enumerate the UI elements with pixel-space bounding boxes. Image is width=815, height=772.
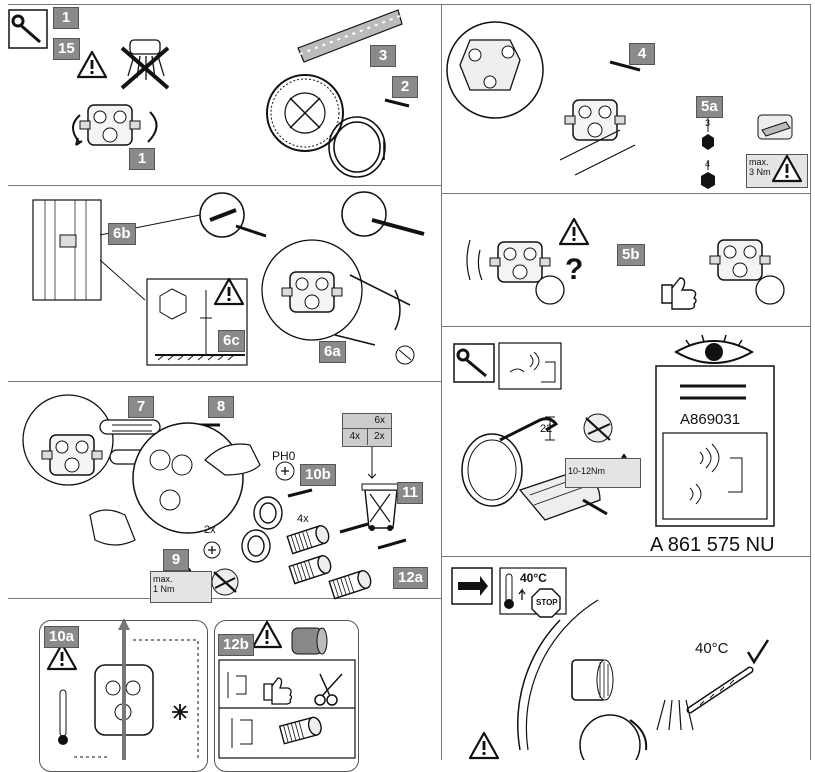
part-number-short: A869031 xyxy=(680,411,741,428)
torque-tool-icon-right xyxy=(583,413,613,443)
divider-left-2 xyxy=(8,381,441,382)
divider-right-3 xyxy=(441,556,810,557)
mixer-body-top-right xyxy=(564,99,626,141)
step-badge-4: 4 xyxy=(629,43,655,65)
shower-head-crossed-icon xyxy=(120,39,170,90)
screwdriver-icon xyxy=(203,461,295,559)
stop-sign-icon xyxy=(531,588,561,618)
thermostat-handle xyxy=(517,599,648,760)
divider-left-1 xyxy=(8,185,441,186)
max-torque-3nm: max. 3 Nm xyxy=(746,154,808,188)
step-badge-6a: 6a xyxy=(319,341,346,363)
temp-label-check: 40°C xyxy=(695,640,729,657)
step-badge-2: 2 xyxy=(392,76,418,98)
mixer-body-third-row xyxy=(22,394,114,486)
wrench-size-22: 22 xyxy=(540,423,553,435)
mixer-body-left-5b xyxy=(489,241,551,283)
warning-icon xyxy=(76,50,108,79)
warning-icon xyxy=(468,731,500,760)
recycle-bin-icon xyxy=(361,483,401,531)
stop-label: STOP xyxy=(536,598,558,607)
divider-left-bottom xyxy=(8,598,441,599)
step-badge-11: 11 xyxy=(397,482,423,504)
scissors-icon xyxy=(314,673,343,706)
part-number-long: A 861 575 NU xyxy=(650,534,775,556)
saw-blade-icon xyxy=(297,9,403,63)
temp-label-sign: 40°C xyxy=(520,571,547,585)
step-badge-12b: 12b xyxy=(218,634,254,656)
count-4x-box: 4x xyxy=(343,429,368,445)
frame-right xyxy=(810,4,811,760)
gear-ring xyxy=(266,74,344,152)
divider-right-2 xyxy=(441,326,810,327)
warning-icon xyxy=(558,217,590,246)
divider-right-1 xyxy=(441,193,810,194)
torque-range-box: 10-12Nm xyxy=(565,458,641,488)
mixer-body-right-5b xyxy=(709,239,771,281)
torque-value: 3 Nm xyxy=(749,167,771,177)
mounting-plate-top-right xyxy=(446,21,544,119)
step-badge-7: 7 xyxy=(128,396,154,418)
packaging-count-box: 6x 4x 2x xyxy=(342,413,392,447)
count-2x: 2x xyxy=(204,524,216,536)
max-label: max. xyxy=(749,157,769,167)
snowflake-icon xyxy=(172,704,188,720)
wrench-icon xyxy=(11,14,41,44)
thumbs-up-icon xyxy=(661,277,697,310)
count-4x: 4x xyxy=(297,513,309,525)
step-badge-1b: 1 xyxy=(129,148,155,170)
step-badge-10a: 10a xyxy=(44,626,80,648)
step-badge-5b: 5b xyxy=(617,244,645,266)
wall-rosette xyxy=(132,422,244,534)
step-badge-8: 8 xyxy=(208,396,234,418)
torque-value: 1 Nm xyxy=(153,584,175,594)
max-torque-1nm: max. 1 Nm xyxy=(150,571,212,603)
max-label: max. xyxy=(153,574,173,584)
step-badge-15: 15 xyxy=(53,38,80,60)
question-mark: ? xyxy=(565,253,584,286)
hex-label-3: 3 xyxy=(705,118,711,128)
hex-label-4: 4 xyxy=(705,159,711,169)
count-2x-box: 2x xyxy=(373,431,385,442)
hand-pointing-icon xyxy=(458,576,488,596)
step-badge-3: 3 xyxy=(370,45,396,67)
sleeves xyxy=(241,496,283,563)
thumbs-up-icon xyxy=(263,677,293,705)
wrench-icon xyxy=(456,348,487,378)
step-badge-10b: 10b xyxy=(300,464,336,486)
torque-tool-icon-mid xyxy=(211,568,239,596)
mixer-body-mid-left xyxy=(261,239,415,365)
step-badge-6b: 6b xyxy=(108,223,136,245)
detail-circle-bolt xyxy=(341,191,425,237)
step-badge-5a: 5a xyxy=(696,96,723,118)
sleeve-12b xyxy=(291,627,328,655)
torque-tool-icon-top xyxy=(757,114,793,140)
hex-size-4-icon xyxy=(701,160,715,189)
mixer-body-top-left xyxy=(79,104,141,146)
frame-top xyxy=(8,4,811,5)
divider-vertical-main xyxy=(441,4,442,760)
ph0-label: PH0 xyxy=(272,449,296,463)
eye-icon xyxy=(674,334,754,364)
step-badge-9: 9 xyxy=(163,549,189,571)
step-badge-1: 1 xyxy=(53,7,79,29)
thermometer-icon xyxy=(504,573,514,609)
hex-size-3-icon xyxy=(702,118,714,150)
thermometer-icon xyxy=(58,689,68,745)
detail-circle-screw xyxy=(199,192,267,238)
retaining-ring xyxy=(328,116,386,178)
step-badge-6c: 6c xyxy=(218,330,245,352)
torque-range: 10-12Nm xyxy=(568,466,606,476)
thermometer-check-icon xyxy=(686,639,770,714)
step-badge-12a: 12a xyxy=(393,567,429,589)
count-6x: 6x xyxy=(374,415,385,426)
hand-icon xyxy=(89,443,261,546)
